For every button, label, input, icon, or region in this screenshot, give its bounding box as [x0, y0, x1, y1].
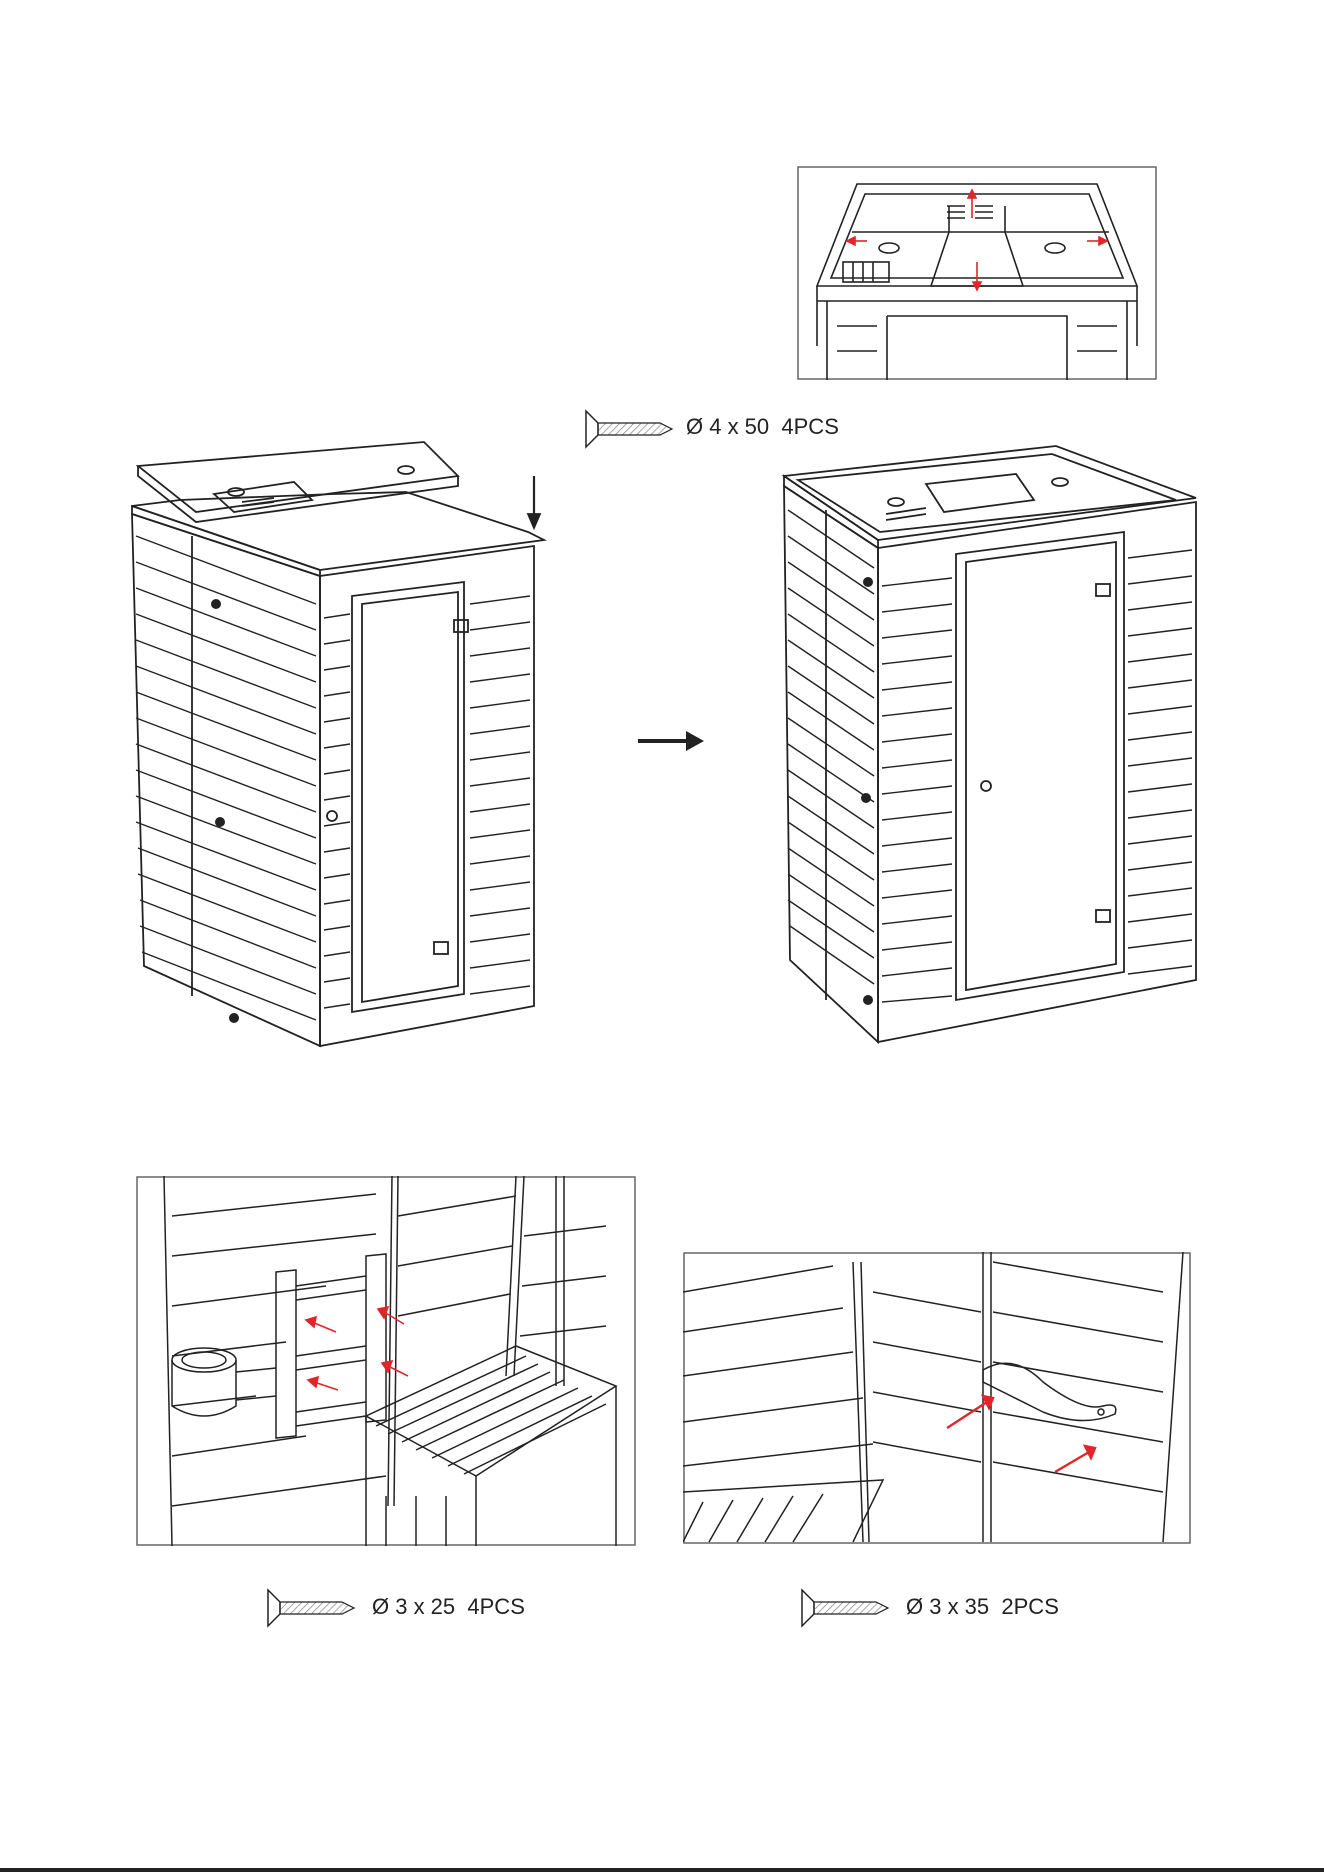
screw-spec-top: Ø 4 x 50 4PCS: [686, 414, 839, 440]
screw-diameter: Ø 3 x 25: [372, 1594, 455, 1619]
cup-holder-detail-inset: [136, 1176, 636, 1546]
screw-quantity: 4PCS: [781, 414, 838, 439]
screw-quantity: 4PCS: [467, 1594, 524, 1619]
handle-detail-inset: [683, 1252, 1191, 1544]
page-bottom-rule: [0, 1868, 1324, 1872]
sauna-before-illustration: [124, 436, 564, 1066]
arrow-right-icon: [636, 728, 706, 754]
screw-icon: [584, 409, 674, 449]
screw-spec-bottom-left: Ø 3 x 25 4PCS: [372, 1594, 525, 1620]
screw-icon: [266, 1588, 356, 1628]
screw-spec-bottom-right: Ø 3 x 35 2PCS: [906, 1594, 1059, 1620]
screw-diameter: Ø 4 x 50: [686, 414, 769, 439]
sauna-after-illustration: [776, 440, 1206, 1060]
screw-diameter: Ø 3 x 35: [906, 1594, 989, 1619]
screw-icon: [800, 1588, 890, 1628]
roof-detail-inset: [797, 166, 1157, 380]
screw-quantity: 2PCS: [1001, 1594, 1058, 1619]
